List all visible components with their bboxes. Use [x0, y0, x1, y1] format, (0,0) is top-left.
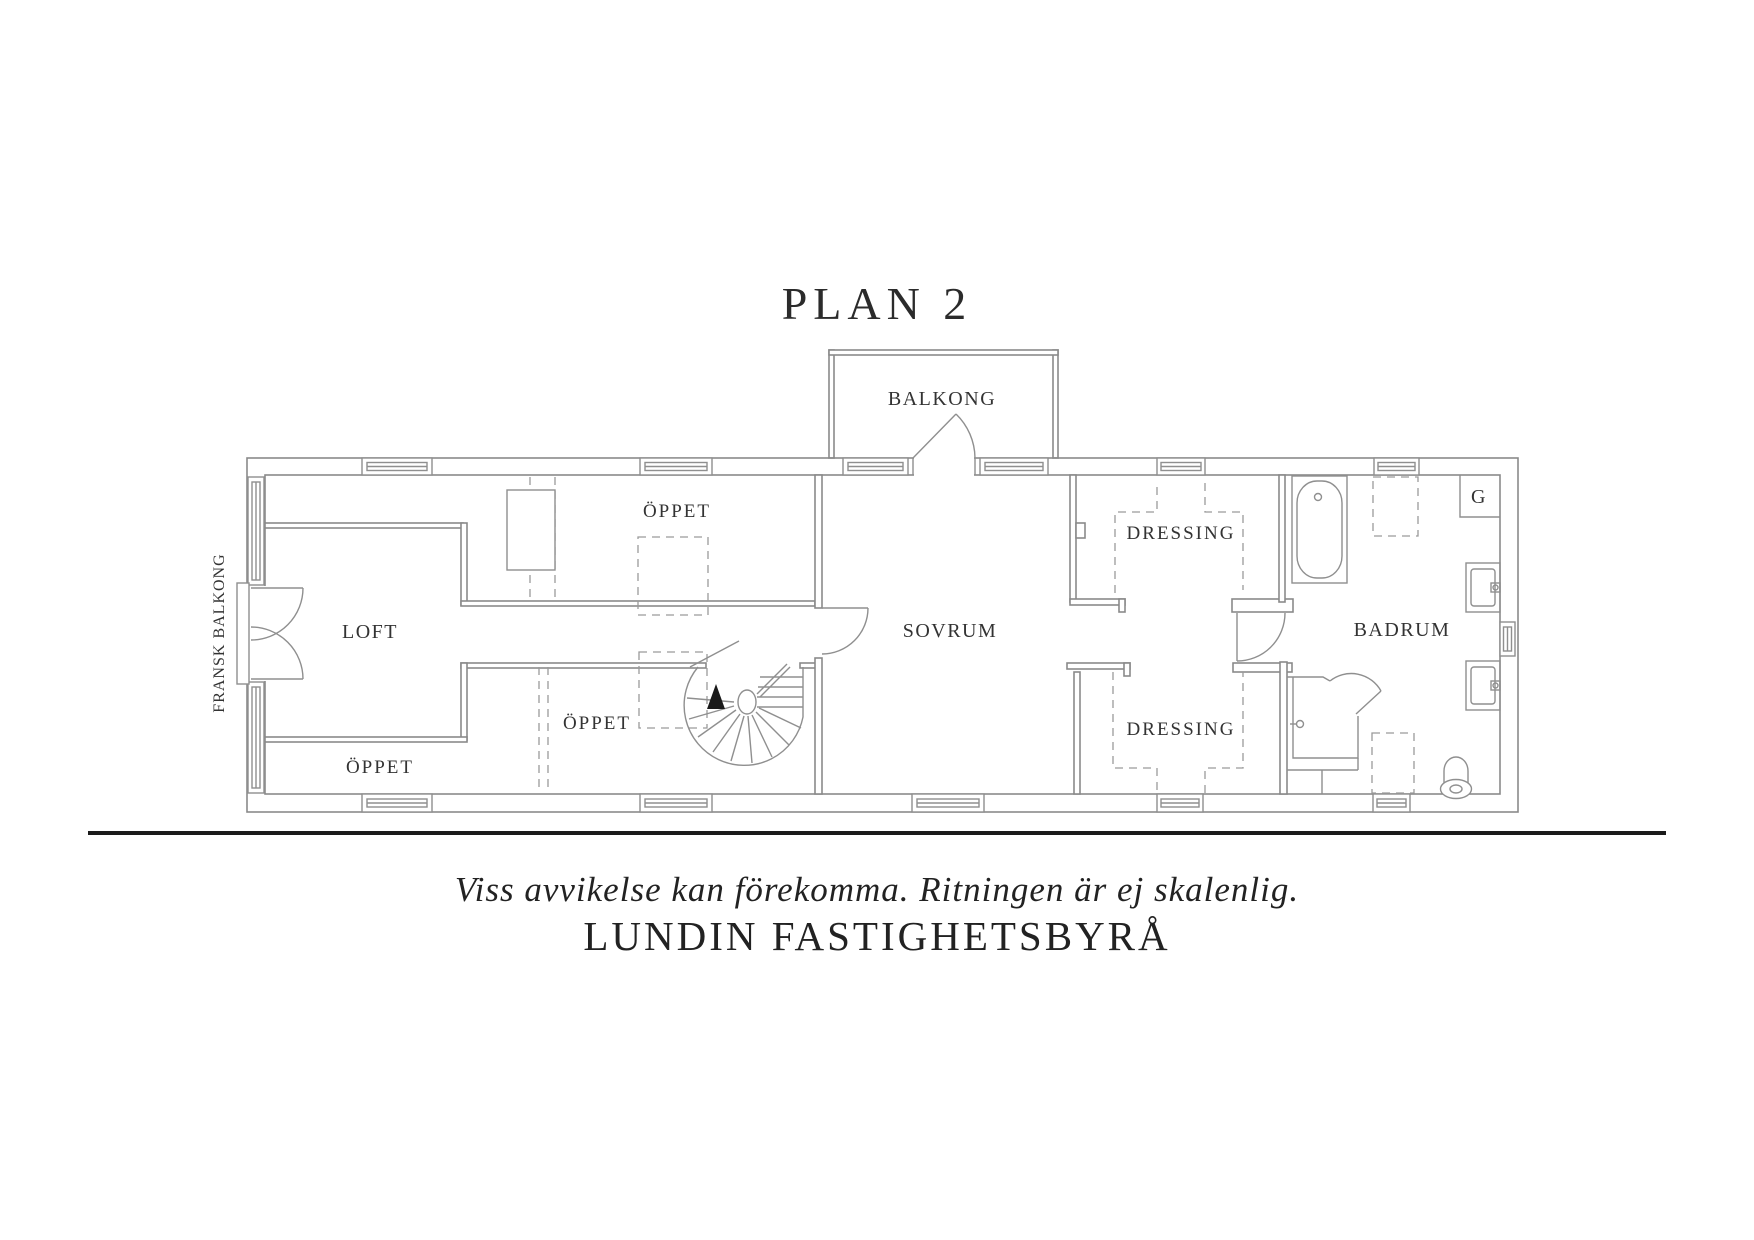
- vanity-sink-lower: [1465, 660, 1501, 711]
- label-loft: LOFT: [342, 621, 398, 643]
- window: [1156, 793, 1204, 813]
- divider-rule: [88, 831, 1666, 835]
- vanity-sink-upper: [1465, 562, 1501, 613]
- window: [842, 457, 909, 476]
- bathtub: [1291, 475, 1348, 584]
- balcony-door: [912, 413, 976, 475]
- window: [979, 457, 1049, 476]
- window: [1372, 793, 1411, 813]
- disclaimer-text: Viss avvikelse kan förekomma. Ritningen …: [454, 870, 1300, 909]
- window-left-upper: [247, 476, 265, 586]
- label-dressing-upper: DRESSING: [1127, 523, 1236, 544]
- label-oppet-upper: ÖPPET: [643, 501, 711, 522]
- dashed-markings: [529, 476, 1419, 794]
- french-door-opening: [246, 586, 266, 681]
- bedroom-door: [821, 607, 869, 655]
- brand-name: LUNDIN FASTIGHETSBYRÅ: [583, 913, 1171, 959]
- window-left-lower: [247, 681, 265, 794]
- window-right: [1499, 621, 1516, 657]
- window: [361, 793, 433, 813]
- label-balkong: BALKONG: [888, 388, 996, 410]
- label-oppet-lower: ÖPPET: [346, 757, 414, 778]
- label-fransk-balkong: FRANSK BALKONG: [211, 553, 228, 712]
- window-row-bottom: [361, 793, 1411, 813]
- page-title: PLAN 2: [781, 278, 973, 329]
- label-dressing-lower: DRESSING: [1127, 719, 1236, 740]
- spiral-staircase: [683, 640, 804, 767]
- toilet: [1439, 756, 1473, 800]
- balcony-door-opening: [914, 456, 974, 477]
- closet-g: [1459, 475, 1500, 518]
- shower: [1287, 672, 1382, 794]
- window: [639, 793, 713, 813]
- chimney-block: [506, 489, 556, 571]
- window: [639, 457, 713, 476]
- window: [911, 793, 985, 813]
- window: [1373, 457, 1420, 476]
- label-sovrum: SOVRUM: [903, 620, 998, 642]
- window: [1156, 457, 1206, 476]
- label-oppet-middle: ÖPPET: [563, 713, 631, 734]
- label-garderob: G: [1471, 486, 1487, 508]
- room-labels: BALKONG FRANSK BALKONG LOFT ÖPPET ÖPPET …: [211, 388, 1487, 778]
- french-balcony-door: [236, 582, 304, 685]
- stair-up-arrow: [707, 684, 725, 709]
- bathroom-corridor-door: [1236, 612, 1286, 662]
- window: [361, 457, 433, 476]
- exterior-walls: [246, 457, 1519, 813]
- label-badrum: BADRUM: [1354, 619, 1451, 641]
- window-row-top: [361, 457, 1420, 476]
